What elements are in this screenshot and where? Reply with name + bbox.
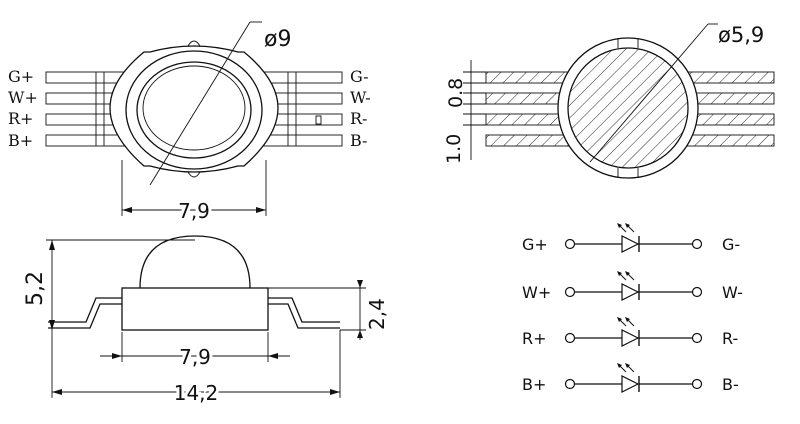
pad-label: 1.0 <box>443 134 465 164</box>
pin-label-g-plus: G+ <box>8 67 34 86</box>
emission-arrowhead <box>625 271 630 276</box>
pin-label-r-plus: R+ <box>8 109 33 128</box>
schematic-cathode-label: W- <box>722 283 743 302</box>
package-body <box>109 40 279 178</box>
emission-arrowhead <box>617 317 622 322</box>
led-triangle <box>621 375 640 393</box>
pin-label-w-minus: W- <box>350 88 371 107</box>
inner-width-label: 7,9 <box>179 345 211 369</box>
pin-label-b-plus: B+ <box>8 131 33 150</box>
width-label-top: 7,9 <box>178 199 210 223</box>
diameter-label: ø9 <box>264 27 291 52</box>
emission-arrowhead <box>617 271 622 276</box>
schematic-anode-label: W+ <box>522 283 551 302</box>
height-label: 5,2 <box>23 271 48 306</box>
schematic-cathode-label: G- <box>722 235 740 254</box>
terminal-circle <box>691 286 703 298</box>
led-triangle <box>621 235 640 253</box>
terminal-circle <box>691 378 703 390</box>
terminal-circle <box>564 286 576 298</box>
emission-arrowhead <box>617 363 622 368</box>
emission-arrowhead <box>625 223 630 228</box>
terminal-circle <box>564 332 576 344</box>
led-triangle <box>621 283 640 301</box>
emission-arrowhead <box>625 363 630 368</box>
led-triangle <box>621 329 640 347</box>
emission-arrowhead <box>625 317 630 322</box>
terminal-circle <box>691 238 703 250</box>
pin-label-r-minus: R- <box>350 109 367 128</box>
terminal-circle <box>564 378 576 390</box>
schematic: G+ G- W+ W- R+ R- B+ B- <box>522 223 743 394</box>
terminal-circle <box>564 238 576 250</box>
schematic-anode-label: G+ <box>522 235 548 254</box>
schematic-anode-label: R+ <box>522 329 547 348</box>
top-view-left: ø9 7,9 G+ W+ R+ B+ G- W- R- B- <box>8 21 371 226</box>
pitch-label: 0.8 <box>445 78 467 108</box>
pin-label-w-plus: W+ <box>8 88 38 107</box>
terminal-circle <box>691 332 703 344</box>
emission-arrowhead <box>617 223 622 228</box>
total-width-label: 14,2 <box>174 381 219 405</box>
lens-diameter-label: ø5,9 <box>718 23 764 47</box>
pin-label-b-minus: B- <box>350 131 367 150</box>
schematic-anode-label: B+ <box>522 375 546 394</box>
schematic-cathode-label: B- <box>722 375 739 394</box>
pin-label-g-minus: G- <box>350 67 368 86</box>
body-height-label: 2,4 <box>365 298 389 330</box>
schematic-cathode-label: R- <box>722 329 738 348</box>
side-view: 5,2 2,4 7,9 14,2 <box>23 235 389 408</box>
